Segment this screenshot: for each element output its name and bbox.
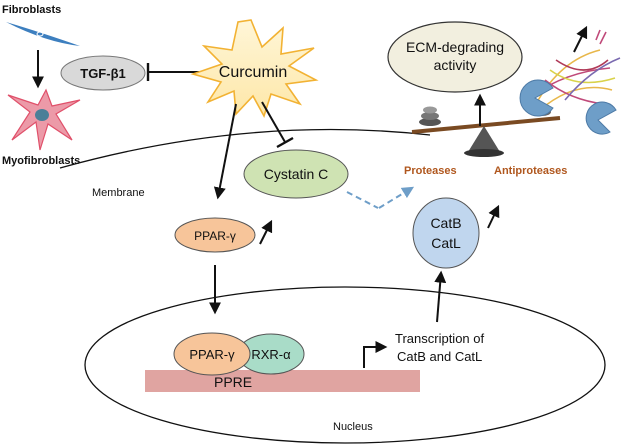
curcumin-inhibits-cystatin-line (261, 101, 286, 143)
rxr-alpha-label: RXR-α (251, 347, 291, 362)
catb-catl-node (412, 197, 480, 269)
cystatin-c-label: Cystatin C (264, 166, 329, 182)
membrane-label: Membrane (92, 187, 145, 199)
transcription-label-line1: Transcription of (395, 331, 484, 346)
catb-label: CatB (430, 215, 461, 231)
myofibroblast-cell-icon (7, 88, 81, 151)
ecm-up-arrow (573, 25, 588, 53)
cat-to-balance-dashed-arrow (378, 186, 415, 209)
ecm-fiber-icon (531, 29, 621, 111)
ppar-gamma-nucleus-node (173, 332, 251, 376)
curcumin-burst-icon (190, 19, 319, 119)
curcumin-to-ppar-arrow (213, 103, 237, 200)
ecm-label-line1: ECM-degrading (406, 39, 504, 55)
fibroblast-cell-icon (6, 22, 80, 46)
membrane-curve (59, 128, 431, 169)
ppre-label: PPRE (214, 374, 252, 390)
pacman-protease-icon-2 (585, 101, 617, 135)
nucleus-ellipse (84, 286, 606, 444)
fibroblasts-label: Fibroblasts (2, 4, 61, 16)
ecm-label-line2: activity (434, 57, 477, 73)
balance-scale-icon (411, 106, 561, 157)
curcumin-label: Curcumin (219, 64, 287, 81)
ppre-bar (145, 370, 420, 392)
ecm-activity-node (387, 21, 523, 93)
myofibroblasts-label: Myofibroblasts (2, 155, 80, 167)
curcumin-inhibits-cystatin-bar (276, 136, 294, 149)
nucleus-label: Nucleus (333, 421, 373, 433)
ppar-gamma-node (174, 217, 256, 253)
tgf-beta1-node (60, 55, 146, 91)
cat-up-arrow (487, 204, 500, 229)
tgf-beta1-label: TGF-β1 (80, 66, 126, 81)
ppar-gamma-label: PPAR-γ (194, 229, 236, 243)
catl-label: CatL (431, 235, 461, 251)
ppar-gamma-nucleus-label: PPAR-γ (189, 347, 235, 362)
pacman-protease-icon (519, 79, 554, 117)
ppar-up-arrow (259, 219, 273, 245)
cystatin-c-node (243, 149, 349, 199)
transcription-to-cat-arrow (434, 270, 447, 323)
transcription-start-arrow (363, 341, 388, 368)
transcription-label-line2: CatB and CatL (397, 349, 482, 364)
proteases-label: Proteases (404, 165, 457, 177)
antiproteases-label: Antiproteases (494, 165, 567, 177)
cystatin-to-cat-dashed-link (346, 191, 379, 209)
